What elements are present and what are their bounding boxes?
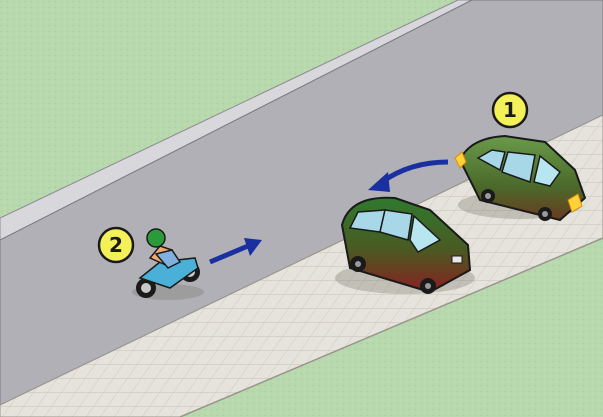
marker-2-label: 2 <box>109 233 123 257</box>
marker-1-badge: 1 <box>493 93 527 127</box>
marker-1-label: 1 <box>503 98 517 122</box>
marker-2-badge: 2 <box>99 228 133 262</box>
